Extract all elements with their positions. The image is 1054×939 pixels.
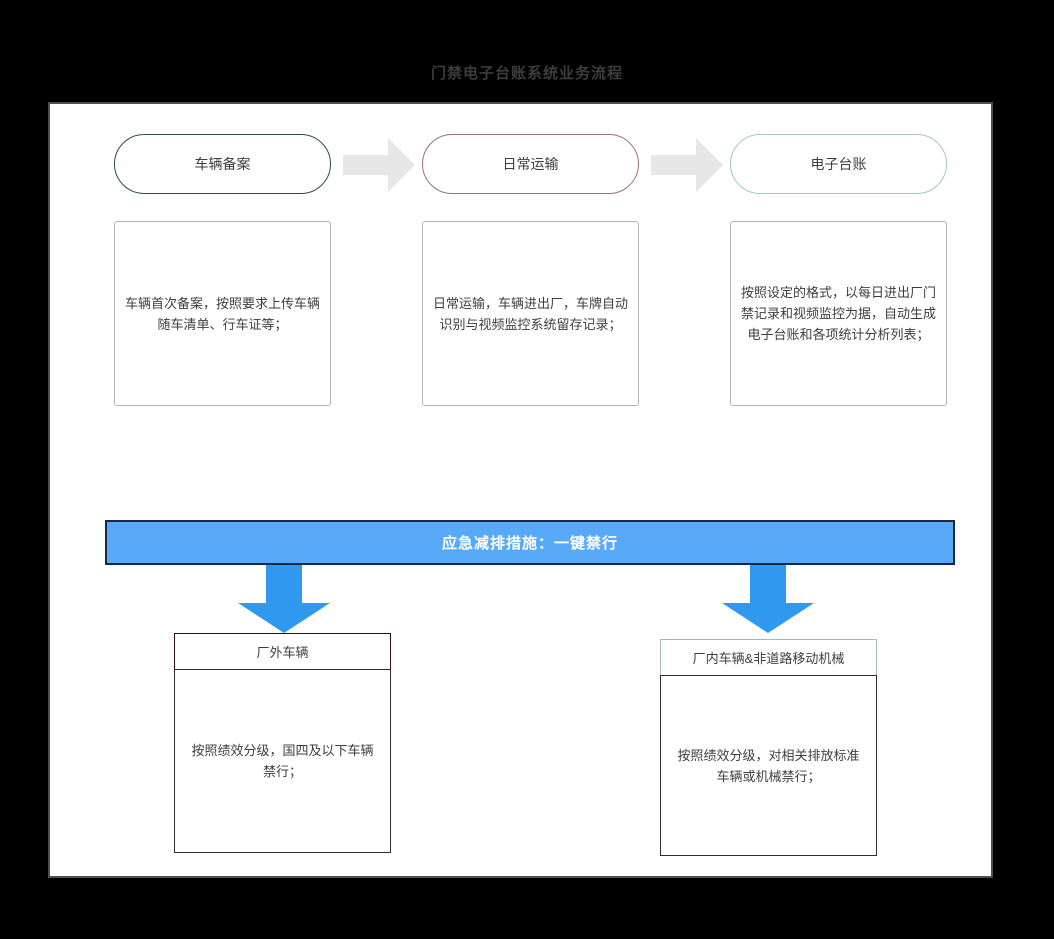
arrow-head [696,138,723,192]
stage-pill-electronic-ledger: 电子台账 [730,134,947,194]
stage-description-vehicle-registration: 车辆首次备案，按照要求上传车辆随车清单、行车证等； [114,221,331,406]
right-arrow-icon [651,138,723,192]
branch-title: 厂内车辆&非道路移动机械 [692,651,845,666]
stage-description-text: 车辆首次备案，按照要求上传车辆随车清单、行车证等； [125,295,321,332]
branch-header: 厂内车辆&非道路移动机械 [660,639,877,676]
arrow-shaft [343,155,388,175]
stage-pill-label: 电子台账 [810,156,867,172]
emergency-measures-banner: 应急减排措施：一键禁行 [105,520,955,565]
down-arrow-icon [238,565,330,633]
diagram-canvas: 车辆备案 日常运输 电子台账 车辆首次备案，按照要求上传车辆随车清单、行车证等；… [48,102,993,878]
diagram-title: 门禁电子台账系统业务流程 [430,65,623,82]
stage-pill-daily-transport: 日常运输 [422,134,639,194]
arrow-head [388,138,415,192]
branch-box-outside-vehicles: 厂外车辆 按照绩效分级，国四及以下车辆禁行； [174,633,391,853]
branch-body: 按照绩效分级，对相关排放标准车辆或机械禁行； [660,675,877,856]
arrow-shaft [266,565,302,603]
stage-description-text: 日常运输，车辆进出厂，车牌自动识别与视频监控系统留存记录； [433,295,629,332]
branch-box-inside-vehicles-machinery: 厂内车辆&非道路移动机械 按照绩效分级，对相关排放标准车辆或机械禁行； [660,639,877,856]
stage-description-text: 按照设定的格式，以每日进出厂门禁记录和视频监控为据，自动生成电子台账和各项统计分… [741,285,937,342]
branch-description-text: 按照绩效分级，对相关排放标准车辆或机械禁行； [677,747,860,784]
arrow-head [722,603,814,633]
stage-description-daily-transport: 日常运输，车辆进出厂，车牌自动识别与视频监控系统留存记录； [422,221,639,406]
stage-pill-label: 日常运输 [502,156,559,172]
stage-pill-label: 车辆备案 [194,156,251,172]
branch-description-text: 按照绩效分级，国四及以下车辆禁行； [191,743,374,779]
arrow-shaft [750,565,786,603]
stage-pill-vehicle-registration: 车辆备案 [114,134,331,194]
arrow-shaft [651,155,696,175]
stage-description-electronic-ledger: 按照设定的格式，以每日进出厂门禁记录和视频监控为据，自动生成电子台账和各项统计分… [730,221,947,406]
branch-title: 厂外车辆 [256,645,309,660]
emergency-measures-label: 应急减排措施：一键禁行 [441,535,618,552]
down-arrow-icon [722,565,814,633]
right-arrow-icon [343,138,415,192]
branch-body: 按照绩效分级，国四及以下车辆禁行； [174,669,391,853]
branch-header: 厂外车辆 [174,633,391,670]
arrow-head [238,603,330,633]
